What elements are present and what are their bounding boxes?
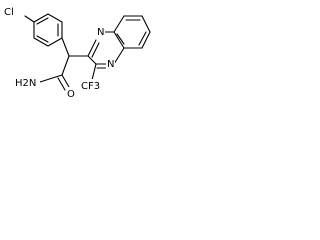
quinoxaline-n4-label: N [107, 59, 114, 70]
benzo-bond-3 [141, 15, 151, 33]
benzo-double-bond-4 [138, 31, 147, 46]
alpha-carbon-and-amide [39, 37, 89, 91]
c3-to-cf3-bond [91, 63, 97, 81]
amide-c-o-bond-1 [61, 74, 70, 88]
chlorine-bond [24, 15, 35, 23]
quinoxaline-n1-label-bg [96, 25, 105, 38]
amide-oxygen-label: O [67, 89, 75, 100]
pyrazine-bond-c2-n1 [87, 39, 97, 57]
amide-oxygen-label-bg [67, 87, 77, 100]
pyrazine-bond-c4a-n4 [113, 47, 125, 65]
benzo-bond-1 [113, 15, 125, 33]
chlorine-label: Cl [4, 7, 14, 18]
phenyl-double-bond-3 [36, 35, 49, 43]
chlorophenyl-ring [24, 13, 63, 47]
amide-c-n-bond [39, 74, 63, 83]
trifluoromethyl-label-bg [80, 79, 104, 92]
quinoxaline-n1-label: N [97, 27, 104, 38]
amide-nitrogen-label-bg [14, 76, 40, 89]
amide-nitrogen-label: H2N [15, 78, 36, 89]
ch-to-amide-carbon-bond [61, 55, 70, 76]
pyrazine-double-bond-c2-n1 [91, 42, 100, 58]
benzo-double-bond-fused [116, 33, 125, 45]
structure-drawing: Cl H2N O N N CF3 [3, 5, 151, 100]
quinoxaline-pyrazine-ring [87, 31, 125, 69]
quinoxaline-n4-label-bg [106, 57, 115, 70]
amide-c-o-bond-2 [57, 77, 66, 91]
chlorine-label-bg [3, 5, 24, 18]
quinoxaline-benzo-ring [113, 15, 151, 49]
phenyl-to-ch-bond [61, 37, 70, 57]
molecule-structure: Cl H2N O N N CF3 [0, 0, 152, 111]
phenyl-double-bond-1 [36, 17, 49, 25]
pyrazine-bond-c3-c2 [87, 55, 97, 65]
pyrazine-bond-c8a-c4a [113, 31, 125, 49]
trifluoromethyl-label: CF3 [81, 81, 100, 92]
benzo-bond-4 [141, 31, 151, 49]
